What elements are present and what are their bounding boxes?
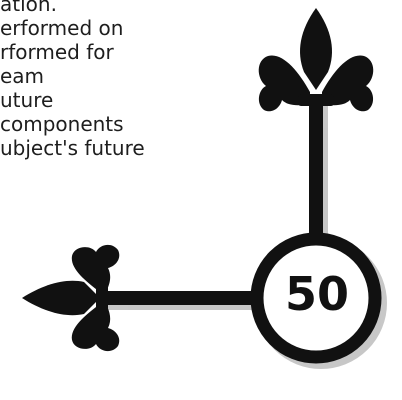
body-text: ation. erformed on rformed for eam uture… — [0, 0, 145, 160]
text-line: uture — [0, 88, 54, 112]
text-line: eam — [0, 64, 45, 88]
text-line: ation. — [0, 0, 57, 16]
text-line: ubject's future — [0, 136, 145, 160]
text-line: components — [0, 112, 124, 136]
fleur-de-lis-top-icon — [258, 8, 374, 112]
text-line: rformed for — [0, 40, 114, 64]
text-line: erformed on — [0, 16, 124, 40]
fleur-de-lis-left-icon — [22, 244, 120, 352]
page-number: 50 — [284, 267, 349, 321]
